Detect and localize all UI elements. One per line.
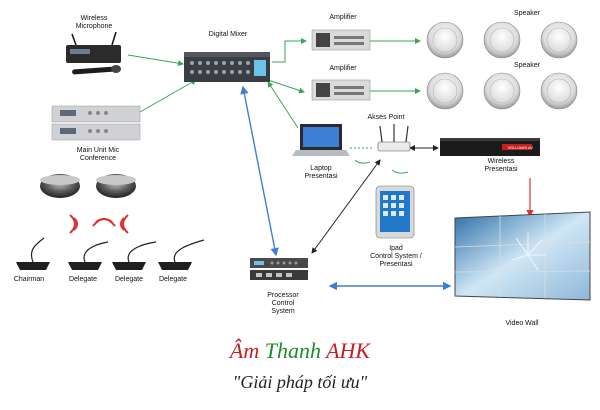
label-access-point: Akses Point xyxy=(367,114,405,121)
accesspoint-processor-link xyxy=(311,159,381,254)
wireless-signal-icons xyxy=(69,214,129,234)
laptop-icon xyxy=(292,124,350,156)
mixer-to-amplifier-1-arrow xyxy=(272,38,307,63)
mic-to-mixer-arrow xyxy=(127,54,184,67)
label-digital-mixer: Digital Mixer xyxy=(208,31,248,38)
ipad-icon xyxy=(375,185,415,239)
processor-control-device xyxy=(250,258,308,280)
connections xyxy=(127,38,534,291)
label-amplifier-1: Amplifier xyxy=(329,14,357,21)
label-video-wall: Video Wall xyxy=(505,320,539,327)
label-main-unit: Main Unit Mic Conference xyxy=(76,147,120,162)
amplifier-1-device xyxy=(311,29,371,51)
label-speaker-1: Speaker xyxy=(513,10,541,17)
label-ipad: Ipad Control System / Presentasi xyxy=(370,245,422,268)
brand-word-2: Thanh xyxy=(264,338,321,363)
video-wall-display xyxy=(454,211,591,301)
speaker-row-2 xyxy=(426,72,578,110)
wireless-microphone xyxy=(66,31,121,75)
label-speaker-2: Speaker xyxy=(513,62,541,69)
label-chairman: Chairman xyxy=(13,276,45,283)
dome-camera-icons xyxy=(40,174,136,198)
delegate-mic-3 xyxy=(158,239,205,270)
label-delegate-1: Delegate xyxy=(68,276,98,283)
delegate-mic-1 xyxy=(68,241,109,270)
wireless-presentasi-device: WILLIAMS AV xyxy=(440,138,540,156)
delegate-mic-chairman xyxy=(16,237,50,270)
label-laptop: Laptop Presentasi xyxy=(304,165,338,180)
device-brand-label: WILLIAMS AV xyxy=(508,145,533,150)
speaker-row-1 xyxy=(426,21,578,59)
label-wireless-microphone: Wireless Microphone xyxy=(75,15,113,30)
amplifier-2-device xyxy=(311,79,371,101)
brand-slogan: "Giải pháp tối ưu" xyxy=(232,372,368,392)
digital-mixer-device xyxy=(184,52,270,82)
label-delegate-3: Delegate xyxy=(158,276,188,283)
brand-word-1: Âm xyxy=(229,338,260,363)
mainunit-to-mixer-arrow xyxy=(139,79,197,113)
brand-title: Âm Thanh AHK xyxy=(0,338,600,364)
mixer-processor-link xyxy=(240,85,279,257)
delegate-mic-2 xyxy=(112,241,157,270)
label-wireless-presentasi: Wireless Presentasi xyxy=(484,158,518,173)
label-delegate-2: Delegate xyxy=(114,276,144,283)
access-point-icon xyxy=(354,124,411,174)
label-processor: Processor Control System xyxy=(267,292,299,315)
brand-word-3: AHK xyxy=(326,338,371,363)
label-amplifier-2: Amplifier xyxy=(329,65,357,72)
main-unit-device xyxy=(51,105,141,141)
